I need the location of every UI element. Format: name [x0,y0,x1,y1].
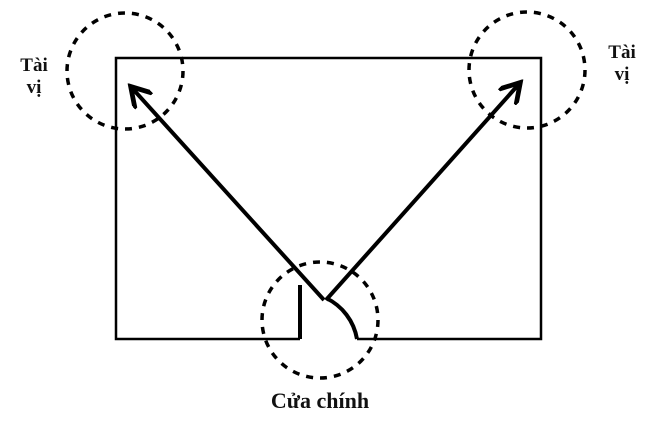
right-altar-label: Tài vị [602,42,642,86]
door-swing-arc [325,296,359,340]
room-outline [114,56,543,341]
right-altar-zone [467,10,587,130]
left-altar-zone [65,11,185,131]
label-line: vị [614,63,630,85]
main-door-zone [260,260,380,380]
label-line: Tài [20,55,48,76]
label-line: vị [26,76,42,98]
arrow-to-right-altar [324,84,519,302]
left-altar-label: Tài vị [14,55,54,99]
main-door-label: Cửa chính [270,388,370,413]
label-line: Tài [608,42,636,63]
arrow-to-left-altar [132,88,326,302]
